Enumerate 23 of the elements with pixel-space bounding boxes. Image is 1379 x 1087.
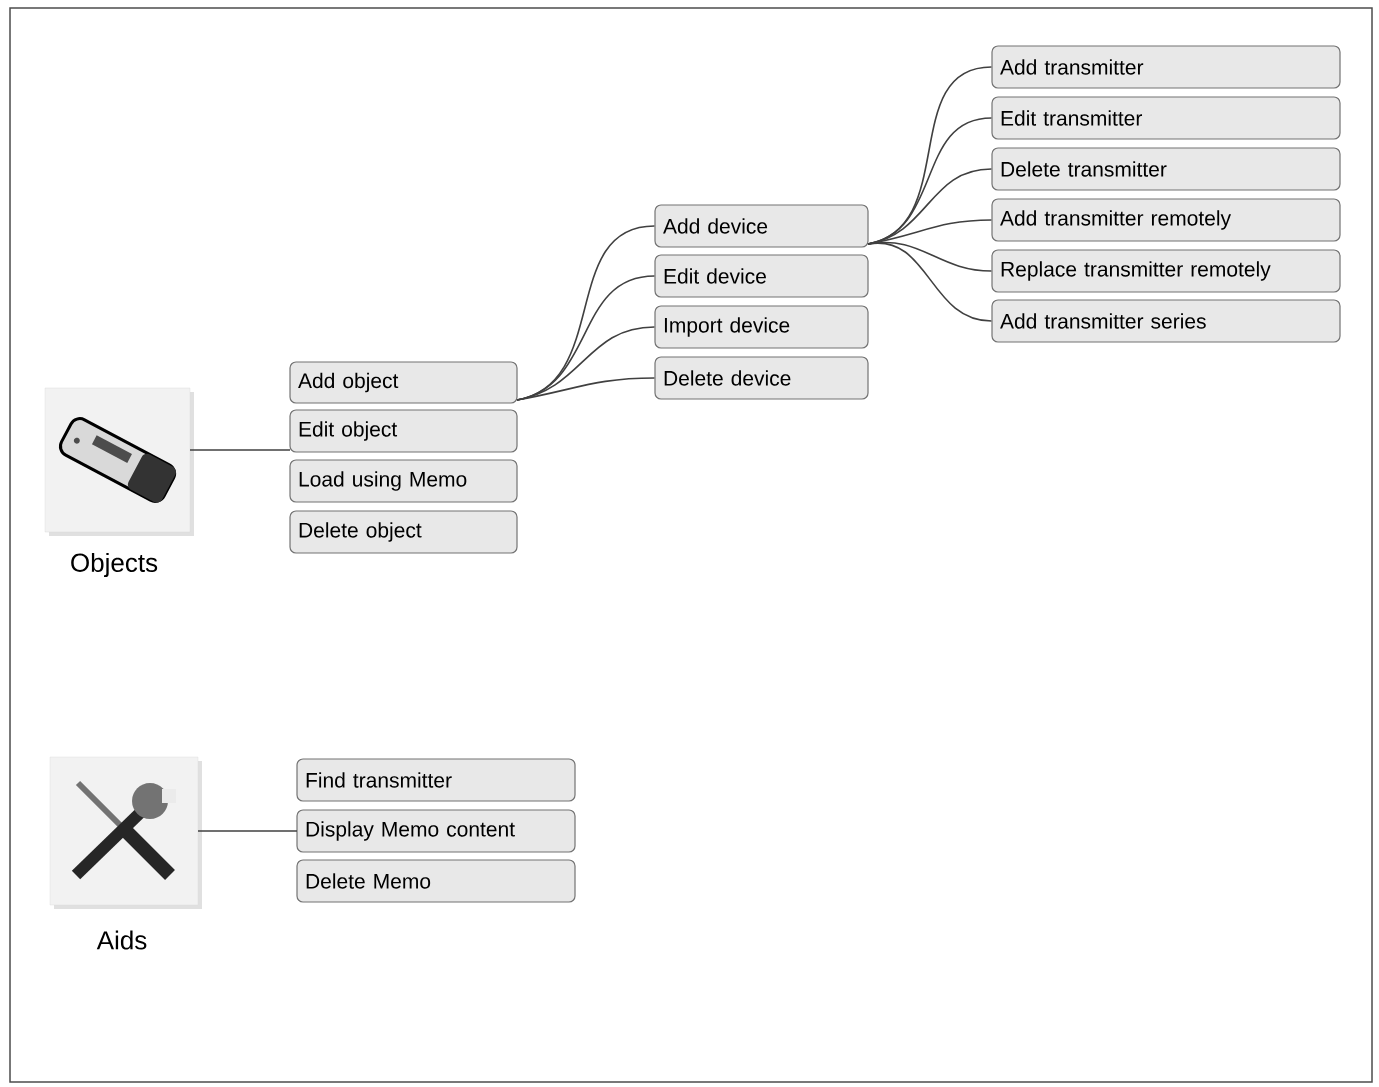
connector-line [197, 830, 298, 832]
connector-curve [516, 377, 656, 401]
menu-box: Delete Memo [296, 859, 576, 903]
connector-curve [867, 242, 993, 322]
menu-box: Edit transmitter [991, 96, 1341, 140]
menu-box: Delete object [289, 510, 518, 554]
icon-caption: Aids [96, 930, 147, 950]
menu-box: Add object [289, 361, 518, 404]
icon-caption: Objects [71, 552, 158, 578]
connector-line [189, 449, 291, 451]
menu-box: Import device [654, 305, 869, 349]
menu-box: Edit object [289, 409, 518, 453]
menu-box: Display Memo content [296, 809, 576, 853]
menu-box: Delete transmitter [991, 147, 1341, 191]
menu-box: Find transmitter [296, 758, 576, 802]
menu-box: Add transmitter remotely [991, 198, 1341, 242]
menu-box: Replace transmitter remotely [991, 249, 1341, 293]
menu-box: Add transmitter series [991, 299, 1341, 343]
menu-box: Add device [654, 204, 869, 248]
menu-box: Delete device [654, 356, 869, 400]
menu-box: Load using Memo [289, 459, 518, 503]
menu-box: Edit device [654, 254, 869, 298]
menu-box: Add transmitter [991, 45, 1341, 89]
